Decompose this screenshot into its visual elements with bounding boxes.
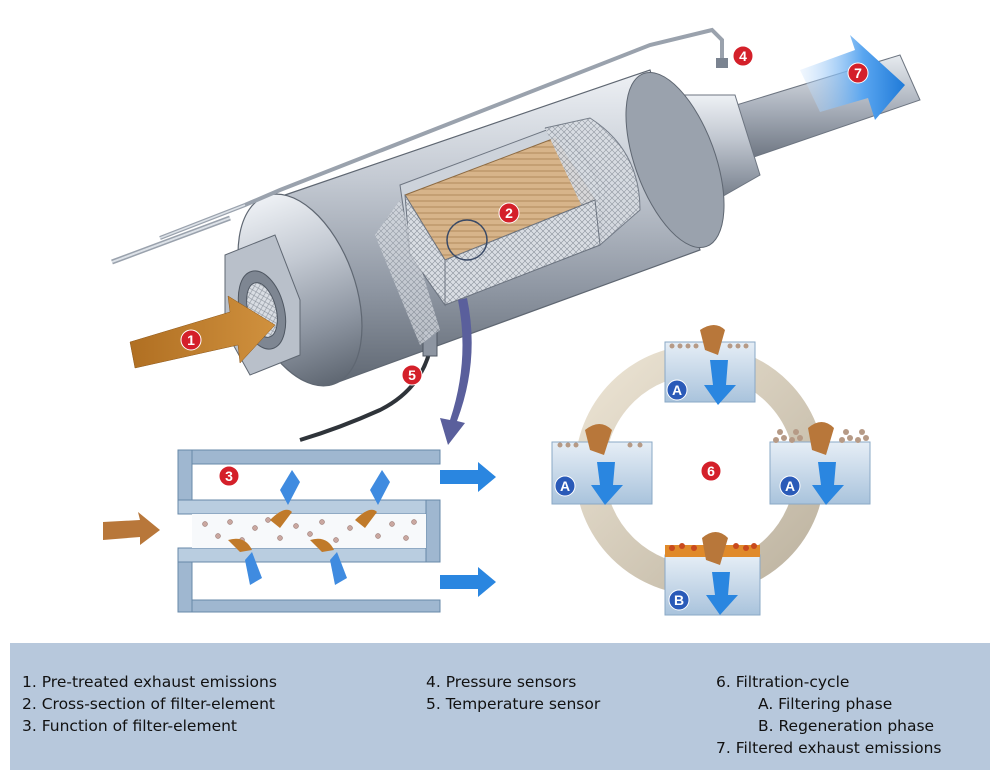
- svg-text:1: 1: [187, 332, 195, 348]
- svg-text:3: 3: [225, 468, 233, 484]
- legend-item-2: 2. Cross-section of filter-element: [22, 695, 275, 713]
- legend-item-4: 4. Pressure sensors: [426, 673, 577, 691]
- illustration: 1 2 3 4 5 6 7 A A A B: [103, 27, 921, 616]
- marker-2: 2: [498, 202, 520, 224]
- detail-pointer-arrow: [440, 298, 472, 445]
- svg-text:7: 7: [854, 65, 862, 81]
- legend-item-6: 6. Filtration-cycle: [716, 673, 850, 691]
- marker-3: 3: [218, 465, 240, 487]
- marker-6: 6: [700, 460, 722, 482]
- svg-text:A: A: [672, 382, 682, 398]
- legend-item-6b: B. Regeneration phase: [758, 717, 935, 735]
- marker-7: 7: [847, 62, 869, 84]
- phase-marker-top: A: [666, 379, 688, 401]
- legend-column-1: 1. Pre-treated exhaust emissions 2. Cros…: [22, 671, 277, 737]
- filter-function-detail: [103, 449, 496, 613]
- marker-4: 4: [732, 45, 754, 67]
- legend-panel: 1. Pre-treated exhaust emissions 2. Cros…: [10, 643, 990, 770]
- svg-text:4: 4: [739, 48, 747, 64]
- legend-item-6a: A. Filtering phase: [758, 695, 893, 713]
- phase-marker-bottom: B: [668, 589, 690, 611]
- inflow-arrow: [129, 295, 276, 369]
- svg-text:A: A: [560, 478, 570, 494]
- svg-text:6: 6: [707, 463, 715, 479]
- legend-column-3: 6. Filtration-cycle A. Filtering phase B…: [716, 671, 942, 759]
- cycle-tile-right: [769, 422, 871, 505]
- legend-item-5: 5. Temperature sensor: [426, 695, 601, 713]
- legend-column-2: 4. Pressure sensors 5. Temperature senso…: [426, 671, 600, 715]
- svg-text:2: 2: [505, 205, 513, 221]
- svg-text:A: A: [785, 478, 795, 494]
- phase-marker-right: A: [779, 475, 801, 497]
- legend-item-7: 7. Filtered exhaust emissions: [716, 739, 942, 757]
- legend-item-1: 1. Pre-treated exhaust emissions: [22, 673, 277, 691]
- svg-text:5: 5: [408, 367, 416, 383]
- filter-housing: [111, 27, 921, 442]
- svg-text:B: B: [674, 592, 684, 608]
- phase-marker-left: A: [554, 475, 576, 497]
- marker-1: 1: [180, 329, 202, 351]
- marker-5: 5: [401, 364, 423, 386]
- legend-item-3: 3. Function of filter-element: [22, 717, 238, 735]
